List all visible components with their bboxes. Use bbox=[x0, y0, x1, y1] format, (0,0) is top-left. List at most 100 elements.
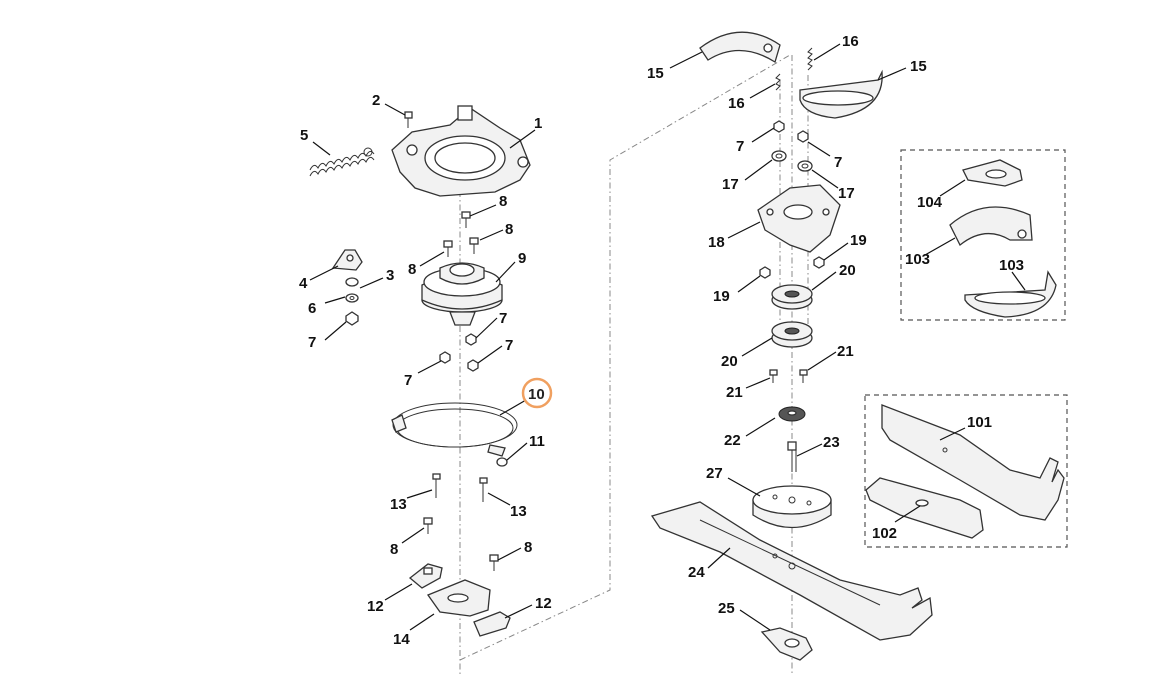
callout-7-left-d[interactable]: 7 bbox=[505, 337, 513, 354]
inset-box-brake-shoes bbox=[900, 149, 1066, 321]
callout-13-a[interactable]: 13 bbox=[390, 496, 407, 513]
spring-part-16a bbox=[807, 47, 813, 71]
leader-103b bbox=[1011, 271, 1026, 291]
brake-shoe-part-15b bbox=[799, 69, 883, 119]
plate-part-14 bbox=[426, 579, 491, 617]
connection-dashed-line bbox=[459, 54, 791, 661]
callout-12-a[interactable]: 12 bbox=[367, 598, 384, 615]
callout-17-a[interactable]: 17 bbox=[722, 176, 739, 193]
callout-19-a[interactable]: 19 bbox=[850, 232, 867, 249]
nut-part-7g bbox=[797, 130, 809, 143]
washer-part-22 bbox=[778, 406, 806, 422]
callout-14[interactable]: 14 bbox=[393, 631, 410, 648]
leader-18 bbox=[727, 221, 761, 239]
leader-4 bbox=[309, 265, 339, 281]
callout-103-b[interactable]: 103 bbox=[999, 257, 1024, 274]
callout-103-a[interactable]: 103 bbox=[905, 251, 930, 268]
callout-7-left-a[interactable]: 7 bbox=[308, 334, 316, 351]
leader-7a bbox=[324, 321, 347, 341]
leader-15a bbox=[669, 51, 703, 69]
lever-part-4 bbox=[331, 249, 363, 271]
callout-7-left-c[interactable]: 7 bbox=[404, 372, 412, 389]
leader-15b bbox=[877, 67, 907, 81]
callout-3[interactable]: 3 bbox=[386, 267, 394, 284]
callout-18[interactable]: 18 bbox=[708, 234, 725, 251]
callout-25[interactable]: 25 bbox=[718, 600, 735, 617]
callout-1[interactable]: 1 bbox=[534, 115, 542, 132]
callout-2[interactable]: 2 bbox=[372, 92, 380, 109]
brake-shoe-part-15a bbox=[699, 31, 781, 64]
bracket-part-18 bbox=[757, 184, 841, 253]
adapter-part-25 bbox=[760, 627, 813, 661]
washer-part-17a bbox=[771, 150, 787, 162]
leader-7f bbox=[751, 127, 775, 143]
pulley-part-9 bbox=[421, 262, 503, 326]
leader-2 bbox=[384, 103, 406, 116]
bolt-part-8e bbox=[489, 554, 499, 571]
leader-3 bbox=[359, 277, 384, 289]
leader-20b bbox=[741, 337, 773, 357]
leader-8d bbox=[401, 527, 425, 544]
leader-20a bbox=[811, 271, 837, 291]
callout-7-right-a[interactable]: 7 bbox=[736, 138, 744, 155]
callout-7-left-b[interactable]: 7 bbox=[499, 310, 507, 327]
leader-21a bbox=[745, 377, 771, 389]
callout-13-b[interactable]: 13 bbox=[510, 503, 527, 520]
callout-8-c[interactable]: 8 bbox=[505, 221, 513, 238]
nut-part-7a bbox=[345, 311, 359, 326]
callout-15-b[interactable]: 15 bbox=[910, 58, 927, 75]
leader-7c bbox=[417, 360, 442, 374]
leader-104 bbox=[939, 179, 966, 197]
screw-part-11 bbox=[496, 457, 508, 467]
leader-7b bbox=[475, 317, 498, 339]
bolt-part-8a bbox=[461, 211, 471, 228]
callout-12-b[interactable]: 12 bbox=[535, 595, 552, 612]
leader-9 bbox=[495, 261, 516, 283]
callout-8-e[interactable]: 8 bbox=[524, 539, 532, 556]
callout-11[interactable]: 11 bbox=[529, 433, 545, 450]
callout-8-b[interactable]: 8 bbox=[408, 261, 416, 278]
callout-21-a[interactable]: 21 bbox=[726, 384, 743, 401]
callout-16-b[interactable]: 16 bbox=[728, 95, 745, 112]
callout-19-b[interactable]: 19 bbox=[713, 288, 730, 305]
hub-part-27 bbox=[752, 485, 832, 529]
shoe-part-103b bbox=[964, 270, 1057, 318]
callout-5[interactable]: 5 bbox=[300, 127, 308, 144]
callout-21-b[interactable]: 21 bbox=[837, 343, 854, 360]
leader-101 bbox=[939, 427, 966, 441]
leader-11 bbox=[506, 442, 528, 461]
leader-16b bbox=[749, 83, 776, 99]
bolt-part-21a bbox=[769, 369, 778, 383]
callout-23[interactable]: 23 bbox=[823, 434, 840, 451]
callout-10[interactable]: 10 bbox=[528, 386, 545, 403]
callout-8-a[interactable]: 8 bbox=[499, 193, 507, 210]
leader-24 bbox=[707, 547, 731, 569]
highlight-ring-10[interactable] bbox=[521, 377, 553, 409]
callout-24[interactable]: 24 bbox=[688, 564, 705, 581]
callout-8-d[interactable]: 8 bbox=[390, 541, 398, 558]
leader-1 bbox=[509, 129, 536, 149]
leader-8b bbox=[419, 251, 445, 267]
callout-20-a[interactable]: 20 bbox=[839, 262, 856, 279]
callout-101[interactable]: 101 bbox=[967, 414, 992, 431]
leader-19b bbox=[737, 275, 761, 293]
callout-27[interactable]: 27 bbox=[706, 465, 723, 482]
callout-6[interactable]: 6 bbox=[308, 300, 316, 317]
callout-15-a[interactable]: 15 bbox=[647, 65, 664, 82]
leader-13b bbox=[487, 492, 511, 506]
callout-104[interactable]: 104 bbox=[917, 194, 943, 211]
callout-22[interactable]: 22 bbox=[724, 432, 741, 449]
callout-102[interactable]: 102 bbox=[872, 525, 897, 542]
callout-9[interactable]: 9 bbox=[518, 250, 526, 267]
callout-7-right-b[interactable]: 7 bbox=[834, 154, 842, 171]
callout-17-b[interactable]: 17 bbox=[838, 185, 855, 202]
blade-part-101 bbox=[881, 404, 1065, 521]
leader-22 bbox=[745, 417, 776, 437]
shoe-part-103a bbox=[949, 206, 1033, 247]
nut-part-7f bbox=[773, 120, 785, 133]
callout-16-a[interactable]: 16 bbox=[842, 33, 859, 50]
leader-7d bbox=[477, 345, 503, 364]
callout-4[interactable]: 4 bbox=[299, 275, 308, 292]
callout-20-b[interactable]: 20 bbox=[721, 353, 738, 370]
bolt-part-13a bbox=[432, 473, 441, 498]
